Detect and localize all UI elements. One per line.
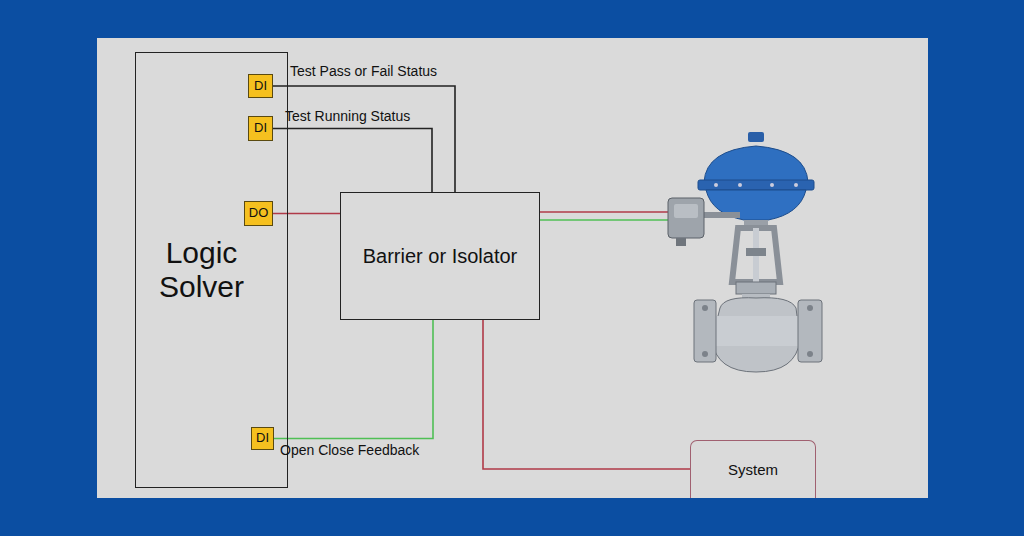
signal-wire [273, 86, 455, 192]
digital-output-channel: DO [244, 201, 273, 226]
signal-label: Test Running Status [285, 108, 410, 124]
signal-wire [273, 213, 340, 215]
node-text: DO [249, 206, 269, 221]
node-text: Logic Solver [136, 236, 267, 305]
digital-input-channel: DI [248, 74, 273, 98]
signal-wire [273, 129, 432, 193]
node-text: Barrier or Isolator [363, 245, 518, 268]
signal-wire [274, 320, 433, 439]
node-text: DI [254, 121, 267, 136]
system-box: System [690, 440, 816, 498]
logic-solver-box: Logic SolverDIDIDODI [135, 52, 288, 488]
signal-label: Open Close Feedback [280, 442, 419, 458]
digital-input-channel: DI [251, 427, 274, 450]
digital-input-channel: DI [248, 116, 273, 141]
barrier-isolator-box: Barrier or Isolator [340, 192, 540, 320]
node-text: System [728, 461, 778, 478]
signal-label: Test Pass or Fail Status [290, 63, 437, 79]
node-text: DI [256, 431, 269, 446]
node-text: DI [254, 79, 267, 94]
signal-wire [483, 320, 690, 469]
